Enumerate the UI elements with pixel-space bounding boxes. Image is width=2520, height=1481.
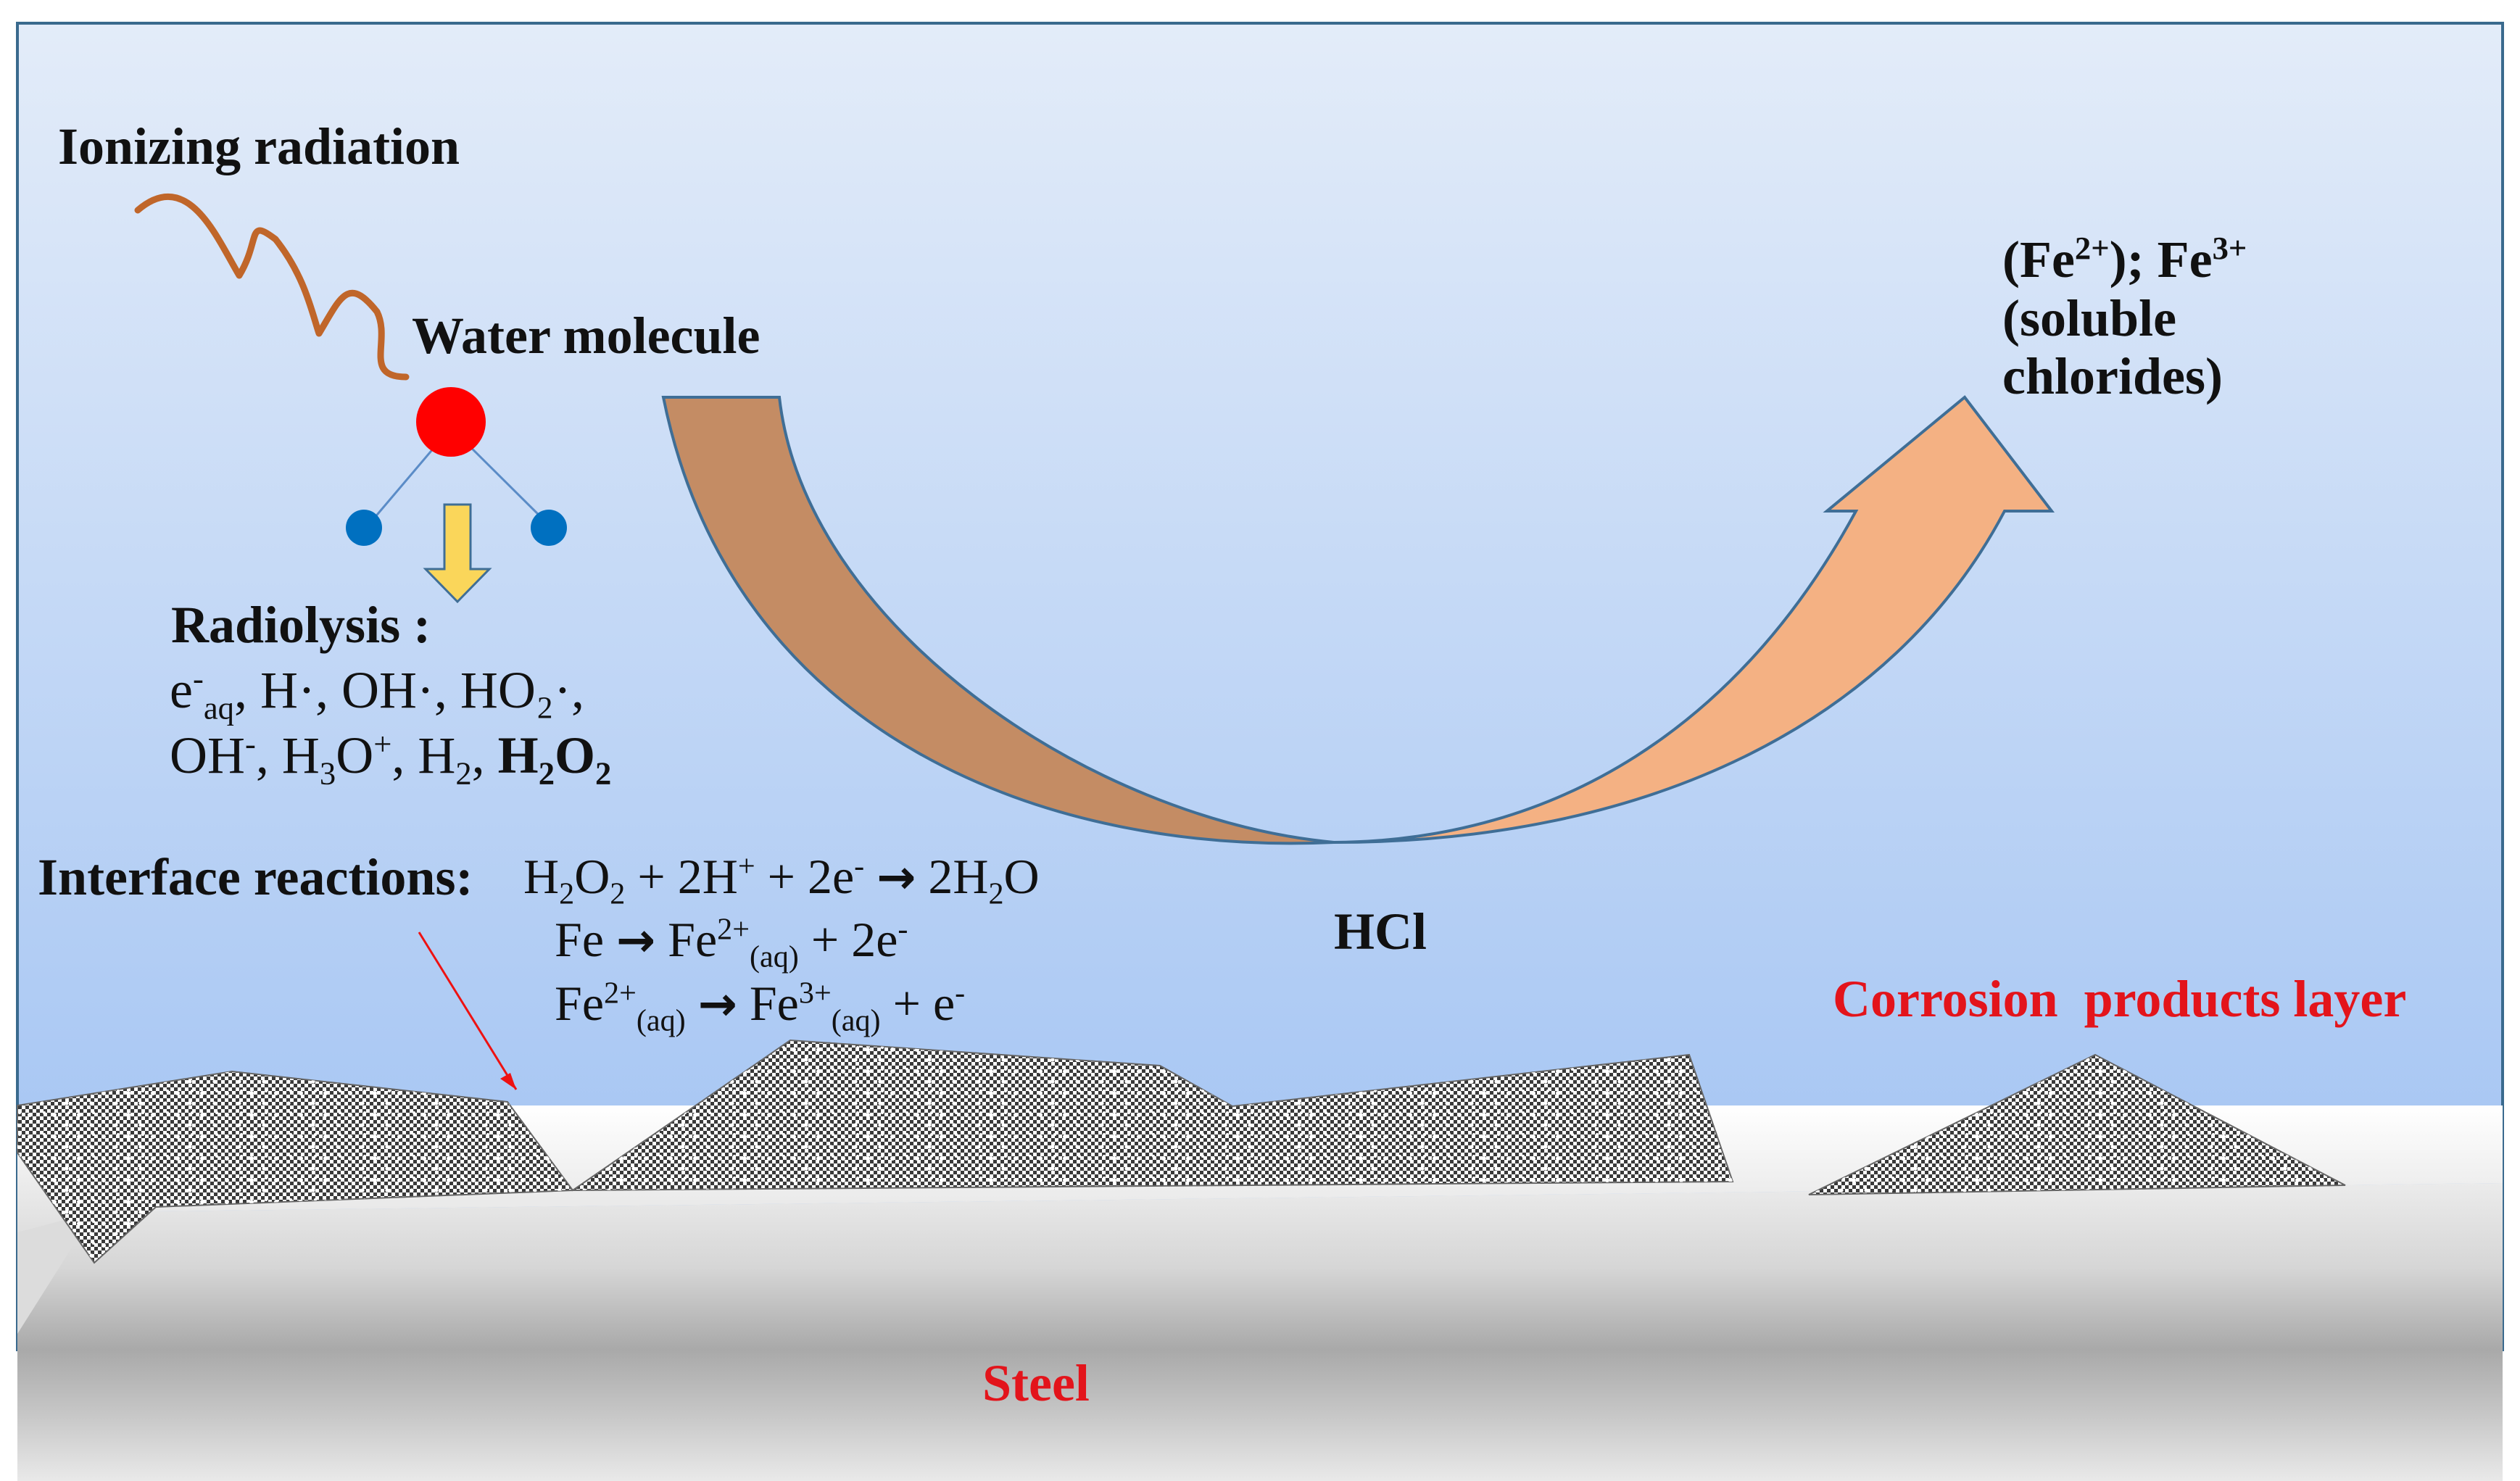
curved-arrow-dark (661, 396, 1335, 845)
radiolysis-line1-rest: , H·, OH·, HO₂·, (233, 661, 584, 719)
eq3-c-sup: - (955, 976, 966, 1011)
eq3-b: Fe (749, 976, 799, 1031)
fe-a-sup: 2+ (2074, 230, 2110, 266)
fe-ions-line3: chlorides) (2002, 347, 2223, 406)
corrosion-products-label: Corrosion products layer (1833, 970, 2407, 1028)
rl2-e: , (471, 726, 498, 784)
water-molecule-icon (346, 387, 567, 546)
radiolysis-e-sup: - (192, 660, 204, 697)
eq1-a: H (523, 849, 560, 904)
fe-ions-line2: (soluble (2002, 289, 2177, 347)
rl2-d: , H (391, 726, 456, 784)
eq3-b-sup: 3+ (798, 976, 832, 1011)
eq1-c: + 2H (625, 849, 738, 904)
reaction-arrow-icon: → (876, 850, 916, 905)
eq3-a-sub: (aq) (636, 1003, 686, 1038)
equation-1: H2O2 + 2H+ + 2e- → 2H2O (523, 848, 1040, 909)
fe-ions-line1: (Fe2+); Fe3+ (2002, 231, 2247, 289)
fe-b: ); Fe (2109, 231, 2213, 289)
eq1-e: 2H (928, 849, 989, 904)
rl2-a-sup: - (245, 726, 256, 762)
eq1-d: + 2e (755, 849, 855, 904)
eq3-c: + e (880, 976, 956, 1031)
corrosion-layer (17, 1039, 2346, 1264)
eq2-b-sup: 2+ (717, 912, 750, 947)
rl2-b: , H (255, 726, 320, 784)
eq2-b-sub: (aq) (749, 939, 799, 974)
rl2-c-sup: + (373, 726, 392, 762)
radiolysis-species-line1: e-aq, H·, OH·, HO₂·, (170, 660, 584, 724)
eq2-c: + 2e (798, 912, 898, 967)
rl2-h2o2: H2O2 (497, 726, 612, 789)
eq1-e-sub: 2 (988, 876, 1004, 911)
wavy-line-icon (134, 193, 410, 381)
radiolysis-e: e (170, 661, 193, 719)
radiolysis-e-sub: aq (203, 689, 234, 726)
reaction-arrow-icon: → (697, 977, 737, 1032)
eq3-b-sub: (aq) (831, 1003, 881, 1038)
eq1-f: O (1003, 849, 1040, 904)
rl2-f-sub: 2 (538, 755, 555, 792)
rl2-g: O (555, 726, 596, 784)
rl2-c: O (336, 726, 374, 784)
equation-2: Fe → Fe2+(aq) + 2e- (555, 911, 908, 972)
eq1-b-sub: 2 (610, 876, 626, 911)
steel-label: Steel (982, 1354, 1090, 1412)
rl2-f: H (497, 726, 539, 784)
water-molecule-label: Water molecule (412, 307, 760, 365)
eq2-c-sup: - (898, 912, 908, 947)
down-arrow-icon (423, 503, 492, 604)
eq1-a-sub: 2 (559, 876, 575, 911)
fe-b-sup: 3+ (2212, 230, 2247, 266)
eq1-c-sup: + (737, 849, 755, 884)
rl2-a: OH (170, 726, 245, 784)
interface-reactions-title: Interface reactions: (38, 848, 473, 906)
equation-3: Fe2+(aq) → Fe3+(aq) + e- (555, 975, 966, 1036)
eq3-a: Fe (555, 976, 604, 1031)
eq2-a: Fe (555, 912, 616, 967)
fe-a: (Fe (2002, 231, 2075, 289)
radiolysis-title: Radiolysis : (171, 596, 431, 654)
eq3-a-sup: 2+ (604, 976, 637, 1011)
rl2-g-sub: 2 (595, 755, 612, 792)
ionizing-radiation-label: Ionizing radiation (58, 117, 460, 175)
rl2-d-sub: 2 (455, 755, 472, 792)
reaction-arrow-icon: → (616, 913, 656, 968)
eq1-b: O (574, 849, 610, 904)
fe-ions-label: (Fe2+); Fe3+ (soluble chlorides) (2002, 231, 2247, 406)
hcl-label: HCl (1334, 903, 1427, 961)
pointer-arrow (418, 932, 518, 1090)
curved-arrow-icon (1333, 395, 2055, 844)
radiolysis-species-line2: OH-, H3O+, H2, H2O2 (170, 726, 612, 789)
eq1-d-sup: - (854, 849, 865, 884)
rl2-b-sub: 3 (319, 755, 336, 792)
eq2-b: Fe (655, 912, 718, 967)
